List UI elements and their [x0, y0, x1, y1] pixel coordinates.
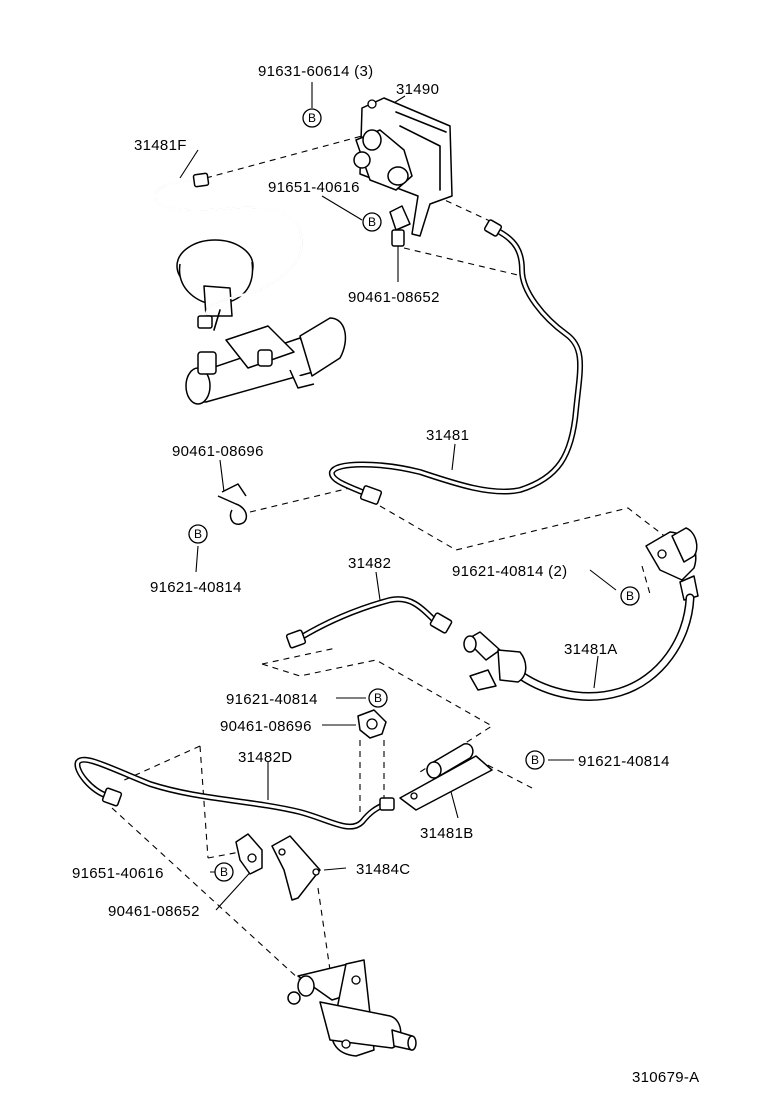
bolt-marker-icon: B: [368, 688, 388, 708]
bolt-markers: B B B B B B B: [188, 108, 640, 882]
clamp-90461-08696-upper: [217, 483, 248, 525]
label-31481a: 31481A: [564, 641, 618, 658]
label-90461-08696-upper: 90461-08696: [172, 443, 264, 460]
label-31481: 31481: [426, 427, 469, 444]
leader-lines: [179, 82, 617, 911]
brake-tube-31482: [285, 596, 453, 649]
svg-text:B: B: [531, 753, 539, 767]
svg-text:B: B: [368, 215, 376, 229]
label-90461-08652-bottom: 90461-08652: [108, 903, 200, 920]
diagram-code: 310679-A: [632, 1069, 699, 1086]
label-91631-60614: 91631-60614 (3): [258, 63, 373, 80]
label-91651-40616-bottom: 91651-40616: [72, 865, 164, 882]
label-31484c: 31484C: [356, 861, 410, 878]
label-91621-40814-left: 91621-40814: [150, 579, 242, 596]
label-31482: 31482: [348, 555, 391, 572]
clip-90461-08652-lower: [235, 833, 263, 875]
label-90461-08696-lower: 90461-08696: [220, 718, 312, 735]
svg-text:B: B: [626, 589, 634, 603]
label-91621-40814-right: 91621-40814: [578, 753, 670, 770]
bracket-31484c: [271, 835, 321, 901]
release-cylinder: [287, 959, 417, 1057]
dashed-alignment-lines: [111, 135, 681, 981]
bolt-marker-icon: B: [620, 586, 640, 606]
bolt-marker-icon: B: [362, 212, 382, 232]
label-90461-08652-top: 90461-08652: [348, 289, 440, 306]
brake-tube-31482d: [74, 756, 395, 830]
label-91621-40814-2: 91621-40814 (2): [452, 563, 567, 580]
label-91651-40616-top: 91651-40616: [268, 179, 360, 196]
union-bracket-31490: [353, 97, 453, 247]
svg-text:B: B: [194, 527, 202, 541]
svg-text:B: B: [308, 111, 316, 125]
svg-text:B: B: [220, 865, 228, 879]
label-31481f: 31481F: [134, 137, 187, 154]
label-31481b: 31481B: [420, 825, 474, 842]
clamp-90461-08696-lower: [357, 709, 387, 739]
bracket-31481b: [399, 743, 493, 811]
label-31490: 31490: [396, 81, 439, 98]
bolt-marker-icon: B: [525, 750, 545, 770]
flex-hose-31481a: [463, 527, 699, 701]
bolt-marker-icon: B: [214, 862, 234, 882]
label-91621-40814-mid: 91621-40814: [226, 691, 318, 708]
part-labels: 91631-60614 (3) 31490 31481F 91651-40616…: [72, 63, 699, 1086]
bolt-marker-icon: B: [302, 108, 322, 128]
brake-tube-31481: [328, 219, 583, 505]
label-31482d: 31482D: [238, 749, 292, 766]
svg-text:B: B: [374, 691, 382, 705]
brake-master-cylinder: [176, 239, 347, 405]
brake-tube-31481f: [154, 172, 303, 329]
bolt-marker-icon: B: [188, 524, 208, 544]
